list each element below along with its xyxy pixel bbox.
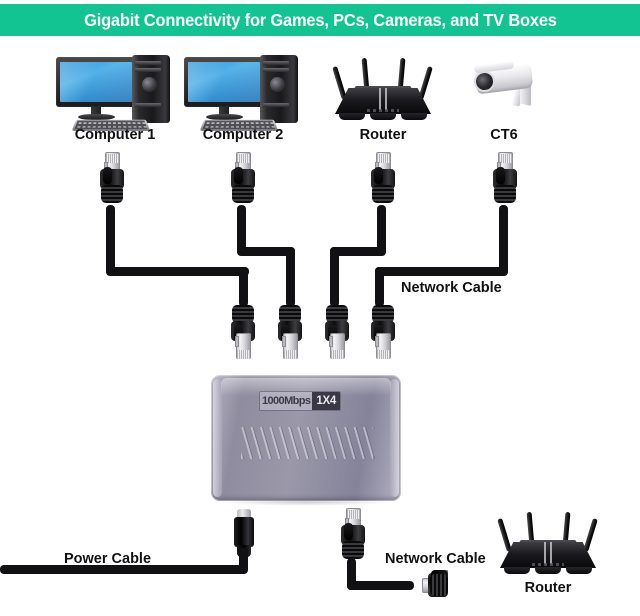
label-network-cable-top: Network Cable	[401, 280, 502, 296]
router-foot	[504, 567, 530, 574]
cable-segment	[347, 558, 356, 590]
switch-speed-label: 1000Mbps	[260, 392, 313, 410]
camera-bracket-base	[520, 84, 531, 106]
pc-tower	[260, 55, 298, 123]
network-switch-device: 1000Mbps 1X4	[211, 375, 401, 506]
desktop-computer-icon	[56, 55, 174, 133]
desktop-computer-icon	[184, 55, 302, 133]
monitor-screen	[60, 62, 132, 102]
cable-segment	[377, 205, 386, 255]
router-antenna	[332, 66, 347, 100]
rj45-connector-icon	[322, 303, 352, 359]
rj45-connector-icon	[97, 152, 127, 208]
router-stripe	[385, 88, 387, 110]
rj45-connector-icon	[338, 508, 368, 564]
cable-segment	[237, 247, 295, 256]
router-foot	[339, 113, 365, 120]
rj45-connector-icon	[228, 152, 258, 208]
router-led-strip	[532, 563, 564, 566]
monitor-neck	[91, 107, 101, 115]
rj45-connector-icon	[275, 303, 305, 359]
cable-segment	[239, 548, 248, 573]
tower-drive-bay	[263, 68, 289, 72]
wifi-router-icon	[492, 511, 604, 574]
router-stripe	[379, 88, 381, 110]
tower-power-button	[142, 77, 157, 92]
switch-vent-shadows	[243, 427, 375, 459]
security-camera-icon	[462, 58, 546, 120]
label-computer-1: Computer 1	[74, 127, 156, 143]
rj45-connector-icon	[368, 303, 398, 359]
cable-segment	[330, 247, 386, 256]
router-antenna	[497, 518, 512, 552]
switch-label-plate: 1000Mbps 1X4	[259, 391, 341, 411]
banner-title: Gigabit Connectivity for Games, PCs, Cam…	[83, 9, 557, 30]
label-power-cable: Power Cable	[64, 551, 152, 567]
router-foot	[401, 113, 427, 120]
monitor-neck	[219, 107, 229, 115]
usbc-shell	[234, 517, 254, 547]
switch-left-edge	[213, 379, 222, 497]
router-stripe	[544, 542, 546, 564]
cable-segment	[330, 247, 339, 307]
rj45-connector-icon	[490, 152, 520, 208]
monitor-base	[206, 114, 243, 120]
switch-vent-slots	[241, 427, 373, 459]
tower-drive-bay	[263, 61, 289, 65]
label-network-cable-bottom: Network Cable	[385, 551, 486, 567]
label-router-bottom: Router	[524, 580, 572, 596]
tower-drive-bay	[135, 103, 161, 107]
router-stripe	[550, 542, 552, 564]
cable-segment	[106, 267, 249, 276]
label-router-top: Router	[359, 127, 407, 143]
monitor-base	[78, 114, 115, 120]
cable-segment	[106, 205, 115, 275]
router-antenna	[583, 518, 598, 552]
label-camera-ct6: CT6	[490, 127, 518, 143]
rj45-connector-icon	[368, 152, 398, 208]
cable-segment	[237, 205, 246, 255]
monitor-bezel	[184, 57, 264, 107]
rj45-connector-icon	[392, 570, 448, 600]
tower-power-button	[270, 77, 285, 92]
cable-segment	[239, 267, 248, 307]
router-led-strip	[367, 109, 399, 112]
cable-segment	[375, 267, 384, 307]
rj45-connector-icon	[228, 303, 258, 359]
monitor-screen	[188, 62, 260, 102]
cable-segment	[375, 267, 508, 276]
tower-drive-bay	[263, 103, 289, 107]
tower-drive-bay	[135, 68, 161, 72]
cable-segment	[499, 205, 508, 275]
monitor-bezel	[56, 57, 136, 107]
header-banner: Gigabit Connectivity for Games, PCs, Cam…	[0, 4, 640, 36]
pc-tower	[132, 55, 170, 123]
switch-drop-shadow	[219, 498, 393, 506]
router-foot	[566, 567, 592, 574]
cable-segment	[286, 247, 295, 307]
usbc-tip	[237, 509, 251, 518]
tower-drive-bay	[135, 61, 161, 65]
router-foot	[535, 567, 561, 574]
switch-ports-badge: 1X4	[312, 392, 340, 410]
router-foot	[370, 113, 396, 120]
cable-segment	[347, 581, 414, 590]
cable-segment	[0, 565, 248, 574]
switch-right-edge	[390, 379, 399, 497]
label-computer-2: Computer 2	[202, 127, 284, 143]
wifi-router-icon	[327, 57, 439, 120]
